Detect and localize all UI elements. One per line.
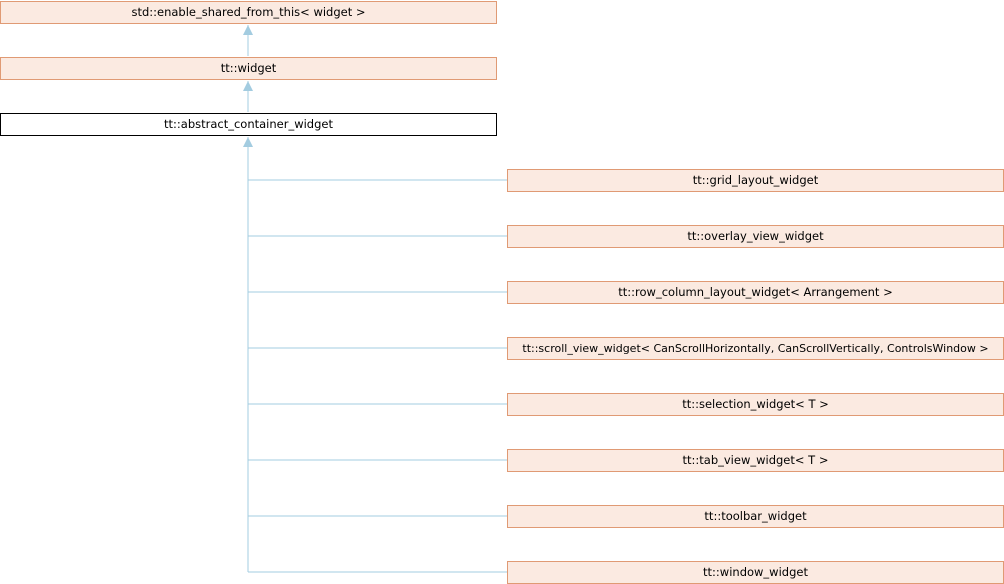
class-node-abstract-container-widget: tt::abstract_container_widget xyxy=(0,113,497,136)
class-node-overlay-view-widget[interactable]: tt::overlay_view_widget xyxy=(507,225,1004,248)
class-node-scroll-view-widget[interactable]: tt::scroll_view_widget< CanScrollHorizon… xyxy=(507,337,1004,360)
class-node-window-widget[interactable]: tt::window_widget xyxy=(507,561,1004,584)
class-node-selection-widget[interactable]: tt::selection_widget< T > xyxy=(507,393,1004,416)
class-node-widget[interactable]: tt::widget xyxy=(0,57,497,80)
class-node-enable-shared-from-this[interactable]: std::enable_shared_from_this< widget > xyxy=(0,1,497,24)
class-node-tab-view-widget[interactable]: tt::tab_view_widget< T > xyxy=(507,449,1004,472)
class-node-toolbar-widget[interactable]: tt::toolbar_widget xyxy=(507,505,1004,528)
class-node-grid-layout-widget[interactable]: tt::grid_layout_widget xyxy=(507,169,1004,192)
class-node-row-column-layout-widget[interactable]: tt::row_column_layout_widget< Arrangemen… xyxy=(507,281,1004,304)
